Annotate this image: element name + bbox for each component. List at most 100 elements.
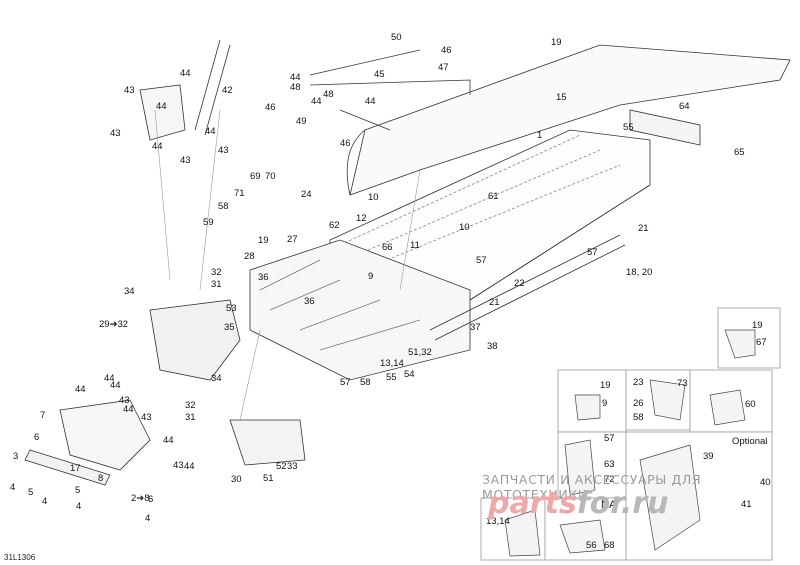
callout-61: 61 [488,191,499,202]
callout-33: 33 [287,461,298,472]
callout-58b: 58 [360,377,371,388]
callout-31b: 31 [185,412,196,423]
watermark-text: ЗАПЧАСТИ И АКСЕССУАРЫ ДЛЯ МОТОТЕХНИКИ [482,472,702,502]
watermark-logo: partsfor.ru [488,486,668,521]
callout-44e: 44 [104,373,115,384]
callout-57b: 57 [587,247,598,258]
callout-36a: 36 [258,272,269,283]
callout-43b: 43 [110,128,121,139]
callout-15: 15 [556,92,567,103]
inset-bracket-1314 [504,509,541,557]
callout-32b: 32 [185,400,196,411]
footrest-bar [629,109,701,146]
callout-44h: 44 [123,404,134,415]
callout-53: 53 [226,303,237,314]
inset-callout-56: 56 [586,540,597,551]
inset-bracket-9 [574,394,601,421]
reference-code: 31L1306 [4,553,36,562]
callout-44f: 44 [110,380,121,391]
inset-bracket-39 [639,444,701,551]
inset-callout-41: 41 [741,499,752,510]
callout-10b: 10 [459,222,470,233]
steering-column [194,39,231,136]
callout-31a: 31 [211,279,222,290]
callout-10a: 10 [368,192,379,203]
chassis-lattice [259,259,421,351]
callout-19b: 19 [258,235,269,246]
inset-callout-40: 40 [760,477,771,488]
tunnel-panel-curve [346,129,366,196]
callout-36b: 36 [304,296,315,307]
callout-8: 8 [98,473,104,484]
callout-6b: 6 [148,494,154,505]
callout-58a: 58 [218,201,229,212]
callout-50: 50 [391,32,402,43]
inset-callout-63: 63 [604,459,615,470]
callout-44m: 44 [365,96,376,107]
callout-34b: 34 [211,373,222,384]
callout-44j: 44 [184,461,195,472]
callout-28: 28 [244,251,255,262]
inset-callout-39: 39 [703,451,714,462]
callout-43c: 43 [180,155,191,166]
callout-44i: 44 [163,435,174,446]
callout-43g: 43 [173,460,184,471]
inset-bracket-63 [564,439,596,496]
inset-bracket-67 [724,329,756,359]
callout-44a: 44 [180,68,191,79]
callout-4d: 4 [145,513,151,524]
callout-49: 49 [296,116,307,127]
inset-callout-67: 67 [756,337,767,348]
inset-callout-58: 58 [633,412,644,423]
callout-43f: 43 [141,412,152,423]
callout-44b: 44 [156,101,167,112]
callout-17: 17 [70,463,81,474]
inset-callout-13-14: 13,14 [486,516,510,527]
inset-callout-72: 72 [604,474,615,485]
inset-callout-73: 73 [677,378,688,389]
callout-4b: 4 [42,496,48,507]
callout-11: 11 [410,240,420,251]
callout-52: 52 [276,461,287,472]
callout-4c: 4 [76,501,82,512]
inset-bracket-68 [559,519,606,554]
inset-callout-26: 26 [633,398,644,409]
callout-55a: 55 [623,122,634,133]
inset-callout-23: 23 [633,377,644,388]
leader-lines [154,109,421,421]
inset-callout-68: 68 [604,540,615,551]
callout-38: 38 [487,341,498,352]
callout-51-32: 51,32 [408,347,432,358]
callout-46b: 46 [265,102,276,113]
callout-46a: 46 [441,45,452,56]
callout-70: 70 [265,171,276,182]
callout-44c: 44 [152,141,163,152]
callout-43e: 43 [119,395,130,406]
watermark-logo-part2: for.ru [576,486,669,521]
suspension-mount [59,399,151,471]
inset-callout-57: 57 [604,433,615,444]
callout-43a: 43 [124,85,135,96]
callout-57a: 57 [476,255,487,266]
callout-51: 51 [263,473,274,484]
callout-21a: 21 [638,223,649,234]
callout-59: 59 [203,217,214,228]
callout-45: 45 [374,69,385,80]
callout-37: 37 [470,322,481,333]
callout-12: 12 [356,213,367,224]
callout-27: 27 [287,234,298,245]
inset-callout-19b: 19 [600,380,611,391]
callout-2-8: 2➔8 [131,493,150,504]
callout-22: 22 [514,278,525,289]
callout-44d: 44 [205,126,216,137]
inset-na-label: NA [601,499,617,511]
callout-5a: 5 [28,487,34,498]
callout-48a: 48 [290,82,301,93]
callout-43d: 43 [218,145,229,156]
callout-55b: 55 [386,372,397,383]
callout-4a: 4 [10,482,16,493]
rear-bumper [229,419,306,466]
callout-35: 35 [224,322,235,333]
tunnel-panel [349,44,791,196]
